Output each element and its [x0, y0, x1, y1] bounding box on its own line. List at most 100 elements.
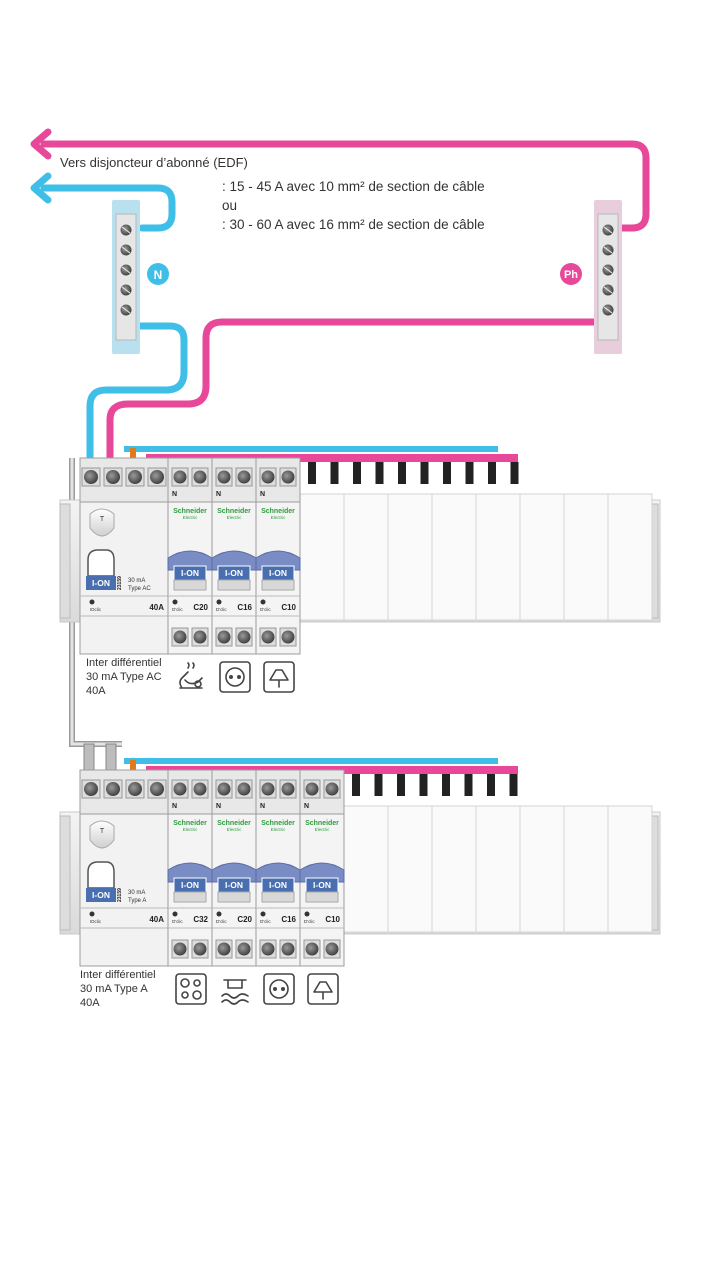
empty-slot: [607, 805, 653, 933]
terminal-screw: [150, 470, 164, 484]
phase-feed-wire: [106, 318, 600, 466]
terminal-screw: [261, 630, 275, 644]
empty-slot: [387, 805, 433, 933]
terminal-screw: [128, 782, 142, 796]
breaker-brand-sub: Electric: [183, 827, 199, 832]
terminal-screw: [217, 942, 231, 956]
rcd-caption-line: 40A: [86, 685, 106, 697]
busbar-tooth: [375, 462, 384, 484]
breaker-clic-label: D'clic: [216, 607, 227, 612]
breaker-neutral-mark: N: [260, 803, 265, 810]
breaker-neutral-mark: N: [260, 491, 265, 498]
terminal-screw: [193, 782, 207, 796]
terminal-screw: [261, 942, 275, 956]
terminal-screw: [261, 782, 275, 796]
rcd-test-label: T: [100, 828, 105, 835]
rcd-ion-label: I-ON: [92, 890, 110, 900]
busbar-tooth: [509, 774, 518, 796]
destination-label: Vers disjoncteur d’abonné (EDF): [60, 155, 248, 170]
terminal-screw: [305, 942, 319, 956]
breaker-brand-sub: Electric: [315, 827, 331, 832]
terminal-screw: [237, 782, 251, 796]
terminal-screw: [173, 630, 187, 644]
breaker-ion-label: I-ON: [181, 568, 199, 578]
neutral-badge: [147, 263, 169, 285]
neutral-terminal-block: [112, 200, 140, 354]
terminal-screw: [193, 942, 207, 956]
breaker-ion-label: I-ON: [269, 568, 287, 578]
busbar-tooth: [464, 774, 473, 796]
rcd-sensitivity: 30 mA: [128, 578, 145, 584]
breaker-ion-label: I-ON: [225, 880, 243, 890]
terminal-screw: [237, 470, 251, 484]
terminal-screw: [217, 782, 231, 796]
rcd-test-button[interactable]: [89, 820, 115, 849]
cable-option-2: : 30 - 60 A avec 16 mm² de section de câ…: [222, 217, 485, 232]
busbar-tooth: [420, 462, 429, 484]
cable-option-1: : 15 - 45 A avec 10 mm² de section de câ…: [222, 179, 485, 194]
breaker-clic-label: D'clic: [172, 607, 183, 612]
terminal-screw: [106, 782, 120, 796]
terminal-screw: [217, 470, 231, 484]
socket-outlet-icon: [219, 661, 251, 693]
breaker-brand-sub: Electric: [227, 515, 243, 520]
empty-slot: [431, 805, 477, 933]
cooktop-icon: [175, 973, 207, 1005]
breaker-neutral-mark: N: [172, 491, 177, 498]
terminal-screw: [84, 470, 98, 484]
phase-badge-label: Ph: [564, 269, 578, 281]
breaker-clic-label: D'clic: [304, 919, 315, 924]
rcd-caption-line: Inter différentiel: [80, 969, 156, 981]
breaker-brand: Schneider: [217, 508, 251, 515]
rcd-toggle[interactable]: [86, 888, 116, 902]
empty-slot: [299, 493, 345, 621]
empty-slot: [519, 805, 565, 933]
empty-slot: [607, 493, 653, 621]
terminal-screw: [281, 782, 295, 796]
terminal-screw: [237, 630, 251, 644]
neutral-busbar: [124, 758, 498, 764]
rcd-test-button[interactable]: [89, 508, 115, 537]
rcd-type: Type A: [128, 898, 146, 904]
terminal-screw: [173, 782, 187, 796]
neutral-incoming-wire: [40, 184, 176, 232]
neutral-arrow-icon: [30, 172, 52, 204]
empty-slot: [343, 493, 389, 621]
terminal-screw: [325, 942, 339, 956]
rcd-ref: 23159: [117, 576, 123, 590]
empty-slot: [475, 493, 521, 621]
breaker-neutral-mark: N: [216, 803, 221, 810]
phase-arrow-icon: [30, 128, 52, 160]
rcd-clic-label: IDclic: [90, 607, 102, 612]
terminal-screw: [150, 782, 164, 796]
breaker-brand: Schneider: [261, 508, 295, 515]
busbar-tooth: [308, 462, 316, 484]
phase-terminal-block: [594, 200, 622, 354]
busbar-tooth: [330, 462, 339, 484]
breaker-rating: C10: [325, 915, 340, 924]
busbar-tooth: [443, 462, 451, 484]
phase-incoming-wire: [40, 140, 650, 232]
terminal-screw: [128, 470, 142, 484]
rcd-toggle[interactable]: [86, 576, 116, 590]
busbar-tooth: [442, 774, 450, 796]
terminal-screw: [217, 630, 231, 644]
breaker-neutral-mark: N: [304, 803, 309, 810]
busbar-tooth: [397, 774, 405, 796]
breaker-brand: Schneider: [173, 508, 207, 515]
breaker-neutral-mark: N: [216, 491, 221, 498]
breaker-ion-label: I-ON: [313, 880, 331, 890]
empty-slot: [519, 493, 565, 621]
